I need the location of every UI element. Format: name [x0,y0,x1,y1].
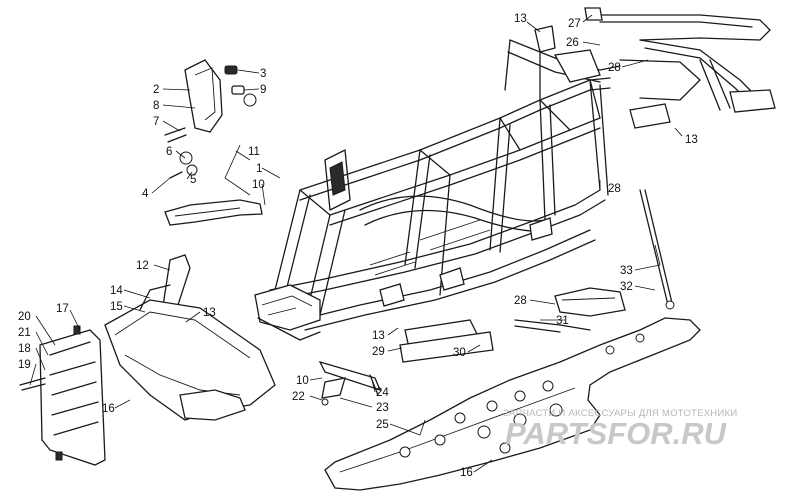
front-bumper [104,284,276,421]
callout-22: 22 [292,391,305,403]
callout-6: 6 [166,146,172,158]
callout-16: 16 [102,403,115,415]
callouts: 13 27 26 28 13 2 8 3 9 7 6 5 4 11 1 10 2… [18,13,698,479]
callout-23: 23 [376,402,389,414]
callout-10: 10 [296,375,309,387]
rear-lower-parts [514,189,675,333]
callout-17: 17 [56,303,69,315]
callout-13: 13 [372,330,385,342]
footrest-bracket [164,144,263,226]
callout-13: 13 [685,134,698,146]
leader-lines [29,14,683,473]
callout-28: 28 [608,183,621,195]
callout-29: 29 [372,346,385,358]
callout-8: 8 [153,100,159,112]
mount-bracket-group [164,59,257,179]
watermark: ЗАПЧАСТИ И АКСЕССУАРЫ ДЛЯ МОТОТЕХНИКИ PA… [503,408,737,451]
front-brush-guard [19,325,106,466]
callout-15: 15 [110,301,123,313]
callout-7: 7 [153,116,159,128]
callout-21: 21 [18,327,31,339]
callout-18: 18 [18,343,31,355]
callout-30: 30 [453,347,466,359]
callout-14: 14 [110,285,123,297]
callout-1: 1 [256,163,262,175]
skid-plate [324,317,701,491]
callout-11: 11 [248,146,260,158]
callout-20: 20 [18,311,31,323]
callout-28: 28 [514,295,527,307]
callout-4: 4 [142,188,149,200]
watermark-caption: ЗАПЧАСТИ И АКСЕССУАРЫ ДЛЯ МОТОТЕХНИКИ [503,408,737,419]
callout-19: 19 [18,359,31,371]
watermark-logo: PARTSFOR.RU [505,416,728,451]
callout-32: 32 [620,281,633,293]
callout-5: 5 [190,174,196,186]
callout-25: 25 [376,419,389,431]
callout-3: 3 [260,68,266,80]
callout-28: 28 [608,62,621,74]
callout-33: 33 [620,265,633,277]
callout-24: 24 [376,387,389,399]
rear-rack [584,7,776,129]
front-rack-support [162,254,191,311]
callout-12: 12 [136,260,149,272]
callout-26: 26 [566,37,579,49]
callout-9: 9 [260,84,266,96]
side-rails [318,319,494,406]
callout-13: 13 [514,13,527,25]
callout-13: 13 [203,307,216,319]
callout-16: 16 [460,467,473,479]
callout-27: 27 [568,18,581,30]
callout-31: 31 [556,315,569,327]
callout-10: 10 [252,179,265,191]
callout-2: 2 [153,84,159,96]
main-frame [254,25,621,341]
